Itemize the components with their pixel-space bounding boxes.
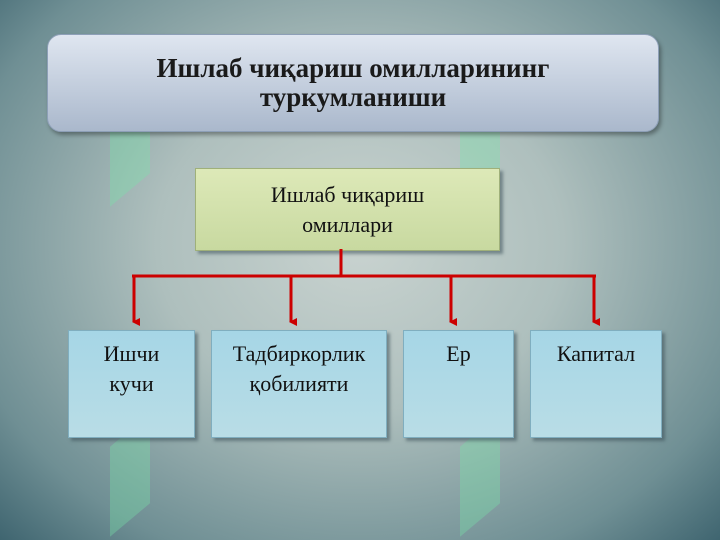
root-line-2: омиллари: [302, 211, 393, 237]
node-line-2: қобилияти: [249, 371, 349, 396]
node-entrepreneurship: Тадбиркорлик қобилияти: [211, 330, 387, 438]
node-line-1: Тадбиркорлик: [232, 341, 366, 366]
node-capital: Капитал: [530, 330, 662, 438]
node-line-1: Ишчи: [103, 341, 160, 366]
node-labor: Ишчи кучи: [68, 330, 195, 438]
slide-title-text: Ишлаб чиқариш омилларининг туркумланиши: [156, 53, 550, 112]
node-land: Ер: [403, 330, 514, 438]
root-line-1: Ишлаб чиқариш: [270, 181, 425, 207]
node-line-2: кучи: [109, 371, 154, 396]
slide-title: Ишлаб чиқариш омилларининг туркумланиши: [47, 34, 659, 132]
node-line-1: Капитал: [556, 341, 636, 366]
root-node: Ишлаб чиқариш омиллари: [195, 168, 500, 251]
node-line-1: Ер: [446, 341, 471, 366]
